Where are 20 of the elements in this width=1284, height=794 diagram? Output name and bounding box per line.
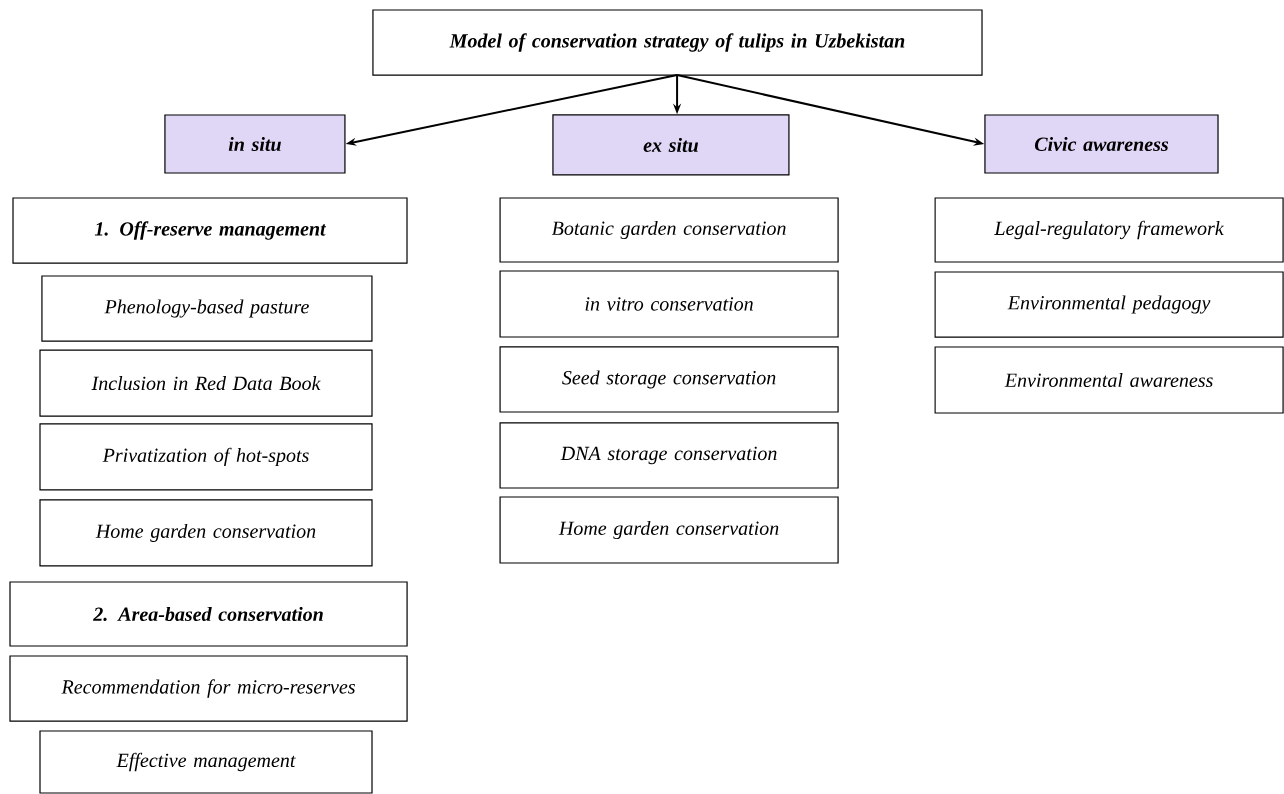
item-box: Home garden conservation bbox=[499, 496, 839, 564]
item-box: Inclusion in Red Data Book bbox=[39, 349, 373, 417]
item-box: Botanic garden conservation bbox=[499, 197, 839, 263]
group-box: 1. Off-reserve management bbox=[12, 197, 408, 264]
item-box: Effective management bbox=[39, 730, 373, 794]
title-box: Model of conservation strategy of tulips in Uzbekistan bbox=[372, 9, 983, 76]
item-box: Environmental pedagogy bbox=[934, 271, 1284, 338]
category-box: ex situ bbox=[552, 114, 790, 176]
category-box: in situ bbox=[164, 114, 346, 174]
item-box: Phenology-based pasture bbox=[41, 275, 373, 342]
item-box: Seed storage conservation bbox=[499, 346, 839, 413]
group-box: 2. Area-based conservation bbox=[9, 581, 408, 647]
item-box: Home garden conservation bbox=[39, 499, 373, 567]
item-box: Privatization of hot-spots bbox=[39, 423, 373, 491]
item-box: Recommendation for micro-reserves bbox=[9, 655, 408, 722]
item-box: Environmental awareness bbox=[934, 346, 1284, 414]
item-box: in vitro conservation bbox=[499, 270, 839, 338]
item-box: DNA storage conservation bbox=[499, 422, 839, 489]
category-box: Civic awareness bbox=[984, 114, 1219, 174]
item-box: Legal-regulatory framework bbox=[934, 197, 1284, 263]
